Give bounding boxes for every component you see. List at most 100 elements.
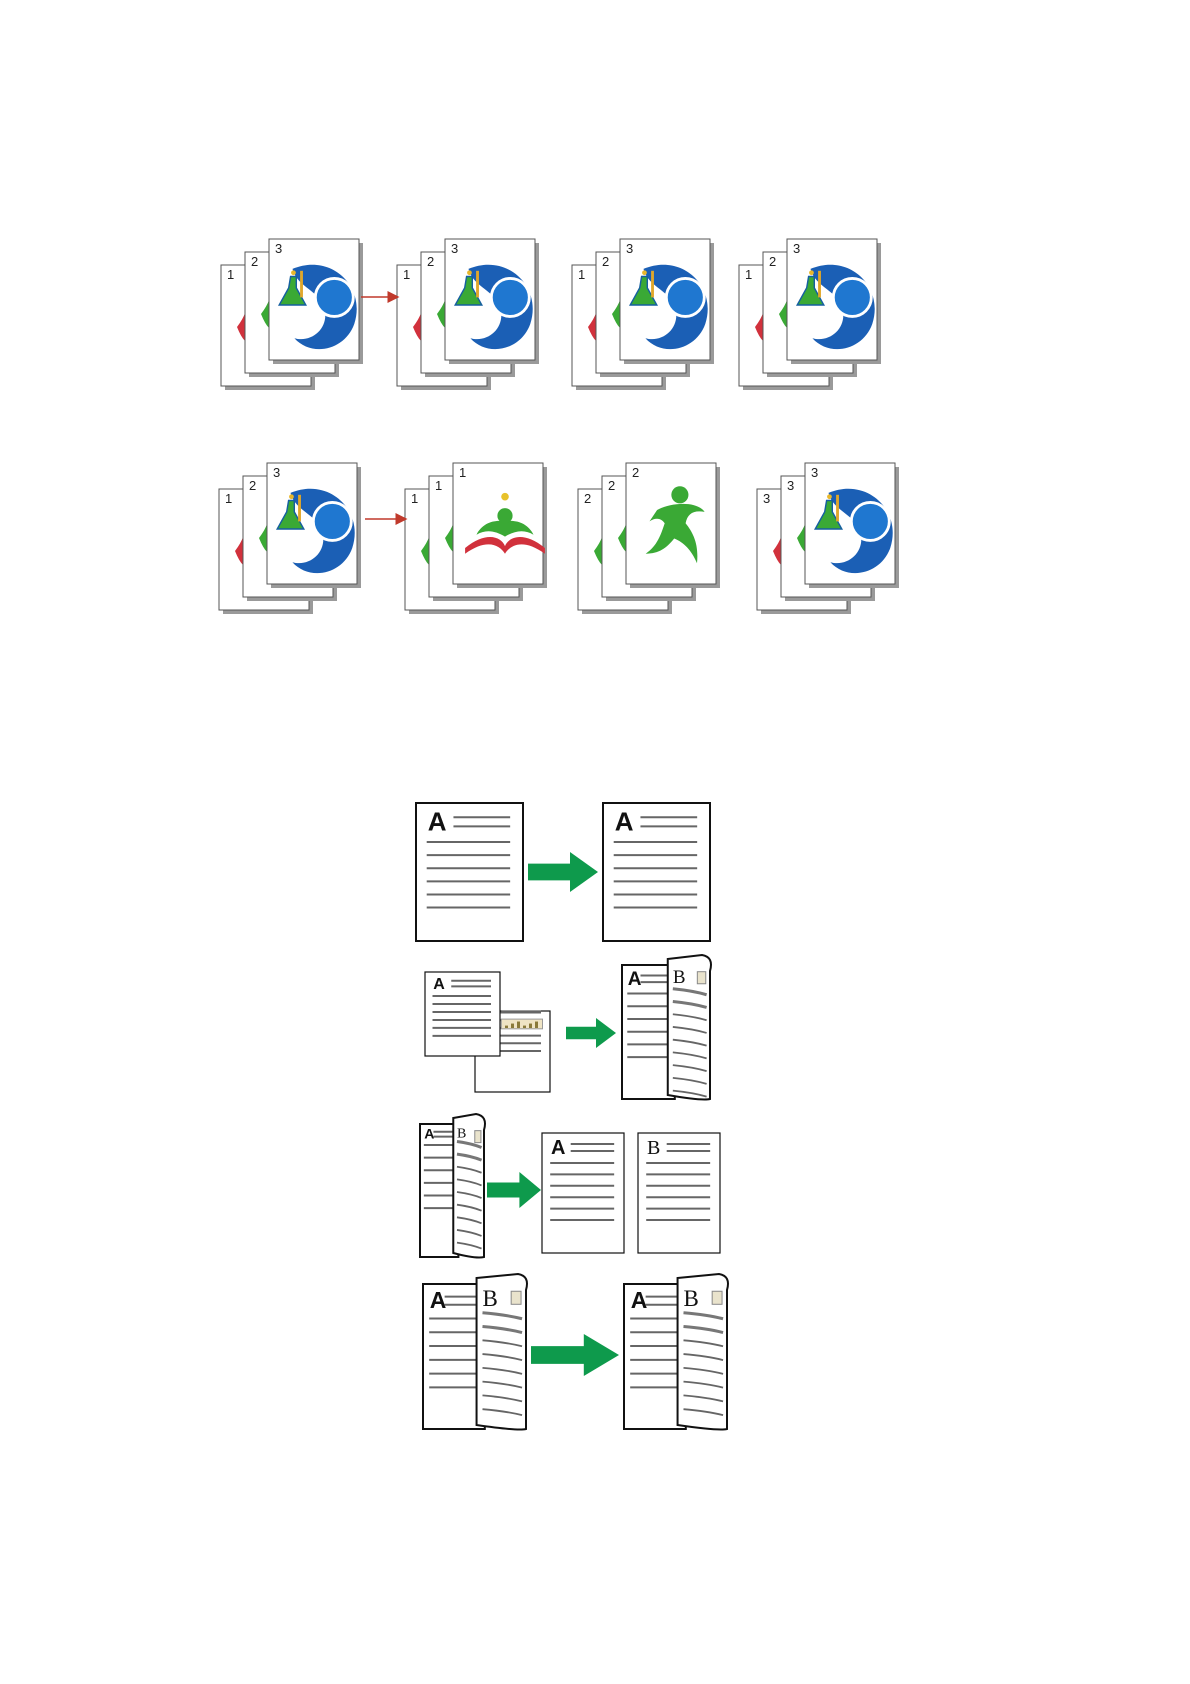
letter-b: B: [647, 1137, 660, 1159]
page-number: 3: [763, 491, 770, 506]
thumbnail-icon: [475, 1131, 481, 1143]
chart-bar: [529, 1024, 532, 1028]
page-stack: 1 2 3: [219, 463, 361, 614]
test-tube-icon: [476, 271, 479, 298]
letter-b: B: [457, 1126, 466, 1141]
thumbnail-icon: [697, 972, 705, 984]
page-number: 2: [602, 254, 609, 269]
page-number: 2: [251, 254, 258, 269]
document-page: A: [542, 1133, 624, 1253]
page-number: 2: [584, 491, 591, 506]
test-tube-icon: [298, 495, 301, 522]
logo-circle-shape: [666, 278, 704, 316]
page-stack: 123: [221, 239, 363, 390]
bubble-icon: [289, 494, 294, 499]
bubble-icon: [827, 494, 832, 499]
folded-leaf: B: [668, 955, 711, 1100]
bubble-icon: [291, 270, 296, 275]
page-sheet: 3: [805, 463, 899, 588]
chart-bar: [505, 1026, 508, 1028]
letter-a: A: [428, 806, 447, 836]
test-tube-icon: [818, 271, 821, 298]
page-sheet: 1: [453, 463, 547, 588]
bar-chart-icon: [501, 1019, 542, 1029]
page-stack: 123: [739, 239, 881, 390]
letter-a: A: [433, 976, 445, 993]
folded-leaf: B: [477, 1274, 527, 1430]
collate-section: 123123123123123111222333: [219, 239, 899, 614]
page-number: 2: [632, 465, 639, 480]
page-number: 1: [459, 465, 466, 480]
letter-a: A: [631, 1287, 648, 1313]
page-sheet: 3: [787, 239, 881, 364]
test-tube-icon: [651, 271, 654, 298]
letter-a: A: [424, 1126, 434, 1142]
folded-leaf: B: [678, 1274, 728, 1430]
green-arrow: [487, 1172, 541, 1208]
green-arrow: [528, 852, 598, 892]
test-tube-icon: [836, 495, 839, 522]
page-stack: 1 2 3: [397, 239, 539, 390]
letter-b: B: [482, 1286, 497, 1311]
page-number: 1: [403, 267, 410, 282]
page-number: 3: [451, 241, 458, 256]
page-sheet: 3: [620, 239, 714, 364]
page-stack: 3 3 3: [757, 463, 899, 614]
chart-bar: [535, 1022, 538, 1028]
bubble-icon: [467, 270, 472, 275]
page-number: 1: [435, 478, 442, 493]
bubble-icon: [642, 270, 647, 275]
page-number: 3: [787, 478, 794, 493]
letter-a: A: [615, 806, 634, 836]
page-stack: 1 2 3: [572, 239, 714, 390]
test-tube-icon: [300, 271, 303, 298]
document-page: A: [624, 1284, 686, 1429]
logo-circle-shape: [833, 278, 871, 316]
logo-circle-shape: [851, 502, 889, 540]
page-number: 1: [411, 491, 418, 506]
letter-a: A: [551, 1137, 565, 1159]
duplex-section: A A A A B A B A B A B A B: [416, 803, 728, 1430]
chart-bar: [511, 1024, 514, 1028]
thumbnail-icon: [712, 1291, 722, 1304]
page-number: 3: [793, 241, 800, 256]
page-sheet: 2: [626, 463, 720, 588]
page-number: 3: [273, 465, 280, 480]
letter-a: A: [430, 1287, 447, 1313]
thumbnail-icon: [511, 1291, 521, 1304]
page-number: 3: [811, 465, 818, 480]
document-page: A: [423, 1284, 485, 1429]
letter-a: A: [628, 969, 642, 990]
runner-head-shape: [671, 486, 688, 503]
page-number: 2: [769, 254, 776, 269]
page-sheet: 3: [269, 239, 363, 364]
chart-bar: [517, 1022, 520, 1028]
document-page: B: [638, 1133, 720, 1253]
page-number: 3: [626, 241, 633, 256]
page-stack: 2 2 2: [578, 463, 720, 614]
page-number: 2: [249, 478, 256, 493]
page-sheet: 3: [445, 239, 539, 364]
page-number: 1: [578, 267, 585, 282]
logo-circle-shape: [315, 278, 353, 316]
green-arrow: [566, 1018, 616, 1048]
reader-head-shape: [497, 508, 512, 523]
page-number: 2: [608, 478, 615, 493]
page-stack: 1 1 1: [405, 463, 547, 614]
document-page: A: [603, 803, 710, 941]
page-number: 1: [225, 491, 232, 506]
logo-circle-shape: [313, 502, 351, 540]
chart-bar: [523, 1026, 526, 1028]
page-number: 3: [275, 241, 282, 256]
document-page: A: [416, 803, 523, 941]
letter-b: B: [673, 967, 686, 988]
page-number: 2: [427, 254, 434, 269]
green-arrow: [531, 1334, 619, 1376]
logo-circle-shape: [491, 278, 529, 316]
lightbulb-icon: [501, 493, 509, 501]
document-page: A: [425, 972, 500, 1056]
bubble-icon: [809, 270, 814, 275]
page-sheet: 3: [267, 463, 361, 588]
letter-b: B: [683, 1286, 698, 1311]
